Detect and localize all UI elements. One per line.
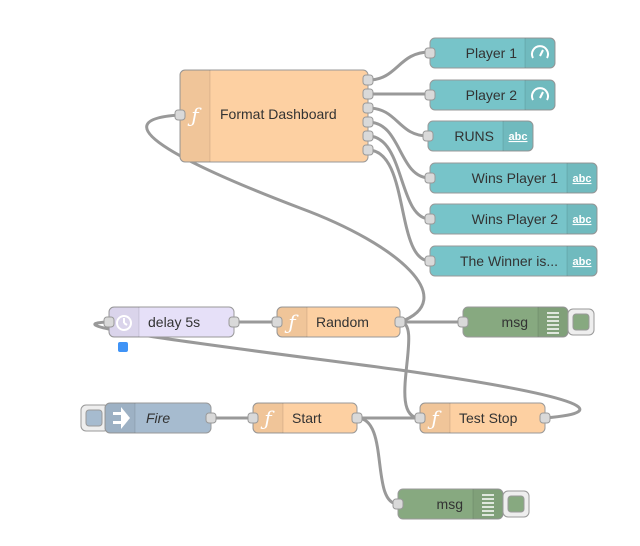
inject-button[interactable]	[80, 404, 110, 432]
inject-arrow-icon	[113, 407, 130, 429]
debug-icon	[482, 494, 494, 516]
wire-format-to-wins1[interactable]	[367, 120, 431, 180]
wire-format-to-player1[interactable]	[367, 50, 431, 82]
output-port-4[interactable]	[362, 116, 374, 128]
output-port[interactable]	[394, 316, 406, 328]
node-player-2[interactable]: Player 2	[424, 79, 556, 111]
output-port-3[interactable]	[362, 102, 374, 114]
gauge-icon	[531, 45, 549, 59]
text-icon: abc	[573, 256, 592, 268]
gauge-icon	[531, 87, 549, 101]
node-runs[interactable]: RUNS abc	[422, 120, 534, 152]
node-label: Wins Player 1	[472, 170, 559, 186]
debug-icon	[547, 312, 559, 334]
output-port[interactable]	[351, 412, 363, 424]
function-icon: ƒ	[260, 406, 275, 430]
node-label: Random	[316, 314, 369, 330]
input-port[interactable]	[247, 412, 259, 424]
wire-format-to-winner[interactable]	[367, 148, 431, 263]
output-port-5[interactable]	[362, 130, 374, 142]
output-port[interactable]	[539, 412, 551, 424]
output-port[interactable]	[228, 316, 240, 328]
input-port[interactable]	[422, 130, 434, 142]
text-icon: abc	[573, 214, 592, 226]
node-label: Player 2	[466, 87, 518, 103]
input-port[interactable]	[424, 172, 436, 184]
input-port[interactable]	[103, 316, 115, 328]
node-fire[interactable]: Fire	[80, 402, 217, 434]
node-label: Player 1	[466, 45, 518, 61]
node-label: delay 5s	[148, 314, 200, 330]
node-msg-bottom[interactable]: msg	[392, 488, 530, 520]
node-format-dashboard[interactable]: ƒ Format Dashboard	[174, 69, 374, 163]
timer-icon	[116, 315, 132, 331]
node-wins-player-2[interactable]: Wins Player 2 abc	[424, 203, 598, 235]
debug-toggle-button[interactable]	[502, 490, 530, 518]
node-winner[interactable]: The Winner is... abc	[424, 245, 598, 277]
node-label: msg	[502, 314, 528, 330]
node-delay[interactable]: delay 5s	[103, 306, 240, 352]
input-port[interactable]	[424, 255, 436, 267]
wire-format-to-wins2[interactable]	[367, 134, 431, 221]
function-icon: ƒ	[187, 103, 202, 127]
node-label: Test Stop	[459, 410, 518, 426]
input-port[interactable]	[424, 89, 436, 101]
text-icon: abc	[509, 131, 528, 143]
status-indicator	[118, 342, 128, 352]
output-port-2[interactable]	[362, 88, 374, 100]
input-port[interactable]	[392, 498, 404, 510]
node-label: Wins Player 2	[472, 211, 559, 227]
node-test-stop[interactable]: ƒ Test Stop	[414, 402, 551, 434]
output-port[interactable]	[205, 412, 217, 424]
node-label: Format Dashboard	[220, 106, 337, 122]
input-port[interactable]	[271, 316, 283, 328]
input-port[interactable]	[174, 109, 186, 121]
node-label: Start	[292, 410, 322, 426]
node-start[interactable]: ƒ Start	[247, 402, 363, 434]
output-port-1[interactable]	[362, 74, 374, 86]
node-msg-top[interactable]: msg	[457, 306, 595, 338]
input-port[interactable]	[424, 213, 436, 225]
node-wins-player-1[interactable]: Wins Player 1 abc	[424, 162, 598, 194]
function-icon: ƒ	[427, 406, 442, 430]
node-player-1[interactable]: Player 1	[424, 37, 556, 69]
node-random[interactable]: ƒ Random	[271, 306, 406, 338]
wire-format-to-runs[interactable]	[367, 106, 429, 138]
output-port-6[interactable]	[362, 144, 374, 156]
function-icon: ƒ	[284, 310, 299, 334]
input-port[interactable]	[414, 412, 426, 424]
text-icon: abc	[573, 173, 592, 185]
wire-start-to-msg-bottom[interactable]	[356, 416, 399, 506]
node-label: The Winner is...	[460, 253, 558, 269]
input-port[interactable]	[457, 316, 469, 328]
input-port[interactable]	[424, 47, 436, 59]
node-label: msg	[437, 496, 463, 512]
node-label: Fire	[146, 410, 170, 426]
debug-toggle-button[interactable]	[567, 308, 595, 336]
node-label: RUNS	[454, 128, 494, 144]
wire-random-to-format[interactable]	[145, 113, 426, 324]
